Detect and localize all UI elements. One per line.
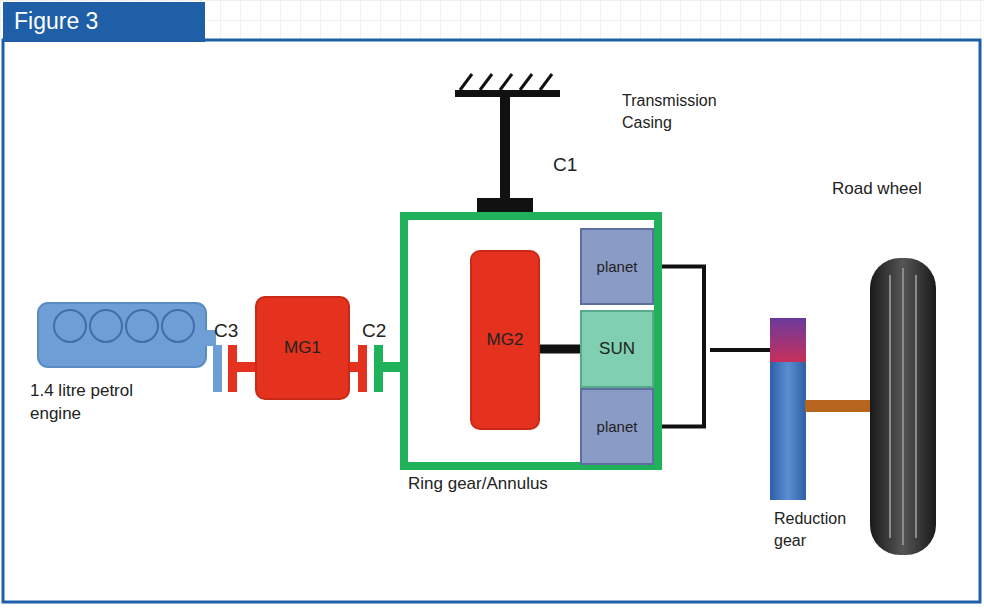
ring-gear-label: Ring gear/Annulus — [408, 474, 548, 494]
clutch-c3-plate — [228, 345, 237, 392]
road-wheel — [870, 258, 936, 555]
engine-block — [38, 303, 206, 367]
reduction-gear-wheel — [770, 362, 806, 500]
planet-gear: planet — [580, 228, 654, 305]
gear-label: Reduction gear — [774, 508, 858, 551]
motor-generator: MG2 — [470, 250, 540, 430]
casing-label: Transmission Casing — [622, 90, 732, 133]
drive-shaft — [805, 400, 875, 412]
node-text: MG2 — [487, 330, 524, 350]
figure-title: Figure 3 — [14, 8, 98, 35]
casing-bar — [455, 90, 560, 97]
node-text: planet — [597, 258, 638, 275]
casing-stem — [500, 96, 510, 200]
callout-label: C3 — [214, 318, 254, 344]
carrier-output — [710, 348, 772, 352]
clutch-c2-plate — [358, 345, 367, 392]
tyre-tread — [890, 268, 916, 545]
callout-label: C2 — [362, 318, 402, 344]
engine-cylinders — [54, 310, 194, 342]
figure-frame — [3, 40, 980, 602]
motor-shaft — [540, 345, 580, 354]
clutch-c2-plate — [374, 345, 383, 392]
wheel-label: Road wheel — [832, 178, 962, 201]
node-text: SUN — [599, 339, 635, 359]
sun-gear: SUN — [580, 310, 654, 388]
clutch-c3-plate — [213, 345, 222, 392]
callout-label: C1 — [553, 152, 593, 178]
reduction-gear-pinion — [770, 318, 806, 362]
ring-gear: Ring gear/AnnulusMG2planetSUNplanet — [400, 212, 662, 470]
node-text: MG1 — [284, 338, 321, 358]
casing-hatch — [460, 74, 552, 90]
node-text: planet — [597, 418, 638, 435]
planet-gear: planet — [580, 388, 654, 465]
engine-label: 1.4 litre petrol engine — [30, 380, 180, 426]
motor-generator: MG1 — [255, 296, 350, 400]
title-tab — [3, 2, 205, 42]
